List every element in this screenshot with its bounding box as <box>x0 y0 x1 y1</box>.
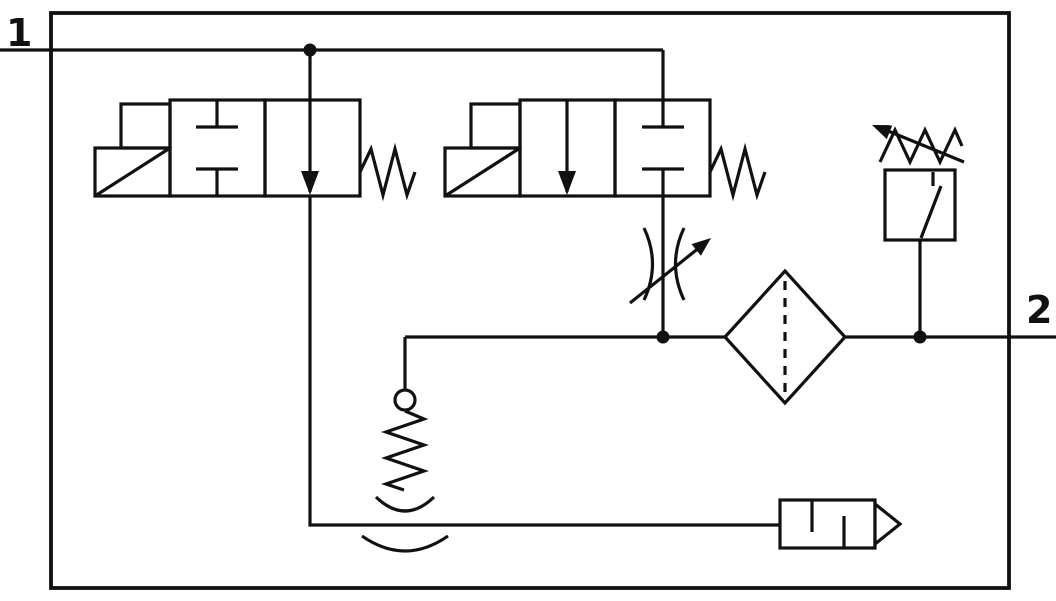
adjustment-arrowhead <box>691 238 711 256</box>
exhaust-line <box>308 196 780 527</box>
pressure-switch-body <box>883 168 957 242</box>
pilot-box <box>119 102 172 150</box>
setting-spring-icon <box>878 126 964 166</box>
manifold-line <box>405 330 725 344</box>
return-spring-icon <box>708 142 767 202</box>
junction-dot <box>303 43 317 57</box>
blocked-port-top-icon <box>196 100 238 129</box>
check-ball <box>393 388 417 412</box>
restrictor-arc-left <box>642 227 654 301</box>
port-2-label: 2 <box>1026 288 1052 332</box>
output-line-port-2 <box>845 240 1056 344</box>
pilot-box <box>469 102 522 150</box>
seat-arc-upper <box>374 495 436 513</box>
silencer-body <box>778 498 877 550</box>
return-spring-icon <box>358 142 417 202</box>
filter <box>722 268 848 406</box>
flow-arrowhead <box>558 171 576 195</box>
blocked-port-bottom-icon <box>642 167 684 196</box>
valve-cell-flow <box>263 98 362 198</box>
junction-dot <box>656 330 670 344</box>
silencer-outlet-triangle <box>873 500 903 548</box>
solenoid-valve-left <box>93 98 417 202</box>
contact-blade <box>919 185 943 239</box>
pressure-switch <box>872 125 965 242</box>
solenoid-box <box>93 146 172 198</box>
solenoid-box <box>443 146 522 198</box>
adjustment-arrowhead <box>872 125 893 140</box>
flow-control-valve <box>629 227 711 305</box>
solenoid-diagonal-icon <box>94 146 171 198</box>
solenoid-diagonal-icon <box>444 146 521 198</box>
supply-line-port-1 <box>0 43 665 100</box>
blocked-port-top-icon <box>642 100 684 129</box>
check-valve <box>361 337 449 553</box>
check-spring-icon <box>380 409 429 492</box>
adjustment-arrow-shaft <box>629 245 701 305</box>
solenoid-valve-right <box>443 98 767 202</box>
restrictor-arc-right <box>674 227 686 301</box>
adjustment-arrow-shaft <box>887 129 965 164</box>
silencer <box>778 498 903 550</box>
seat-arc-lower <box>361 534 449 553</box>
enclosure-border <box>49 11 1011 590</box>
blocked-port-bottom-icon <box>196 167 238 196</box>
flow-arrowhead <box>301 171 319 195</box>
port-1-label: 1 <box>6 11 32 55</box>
